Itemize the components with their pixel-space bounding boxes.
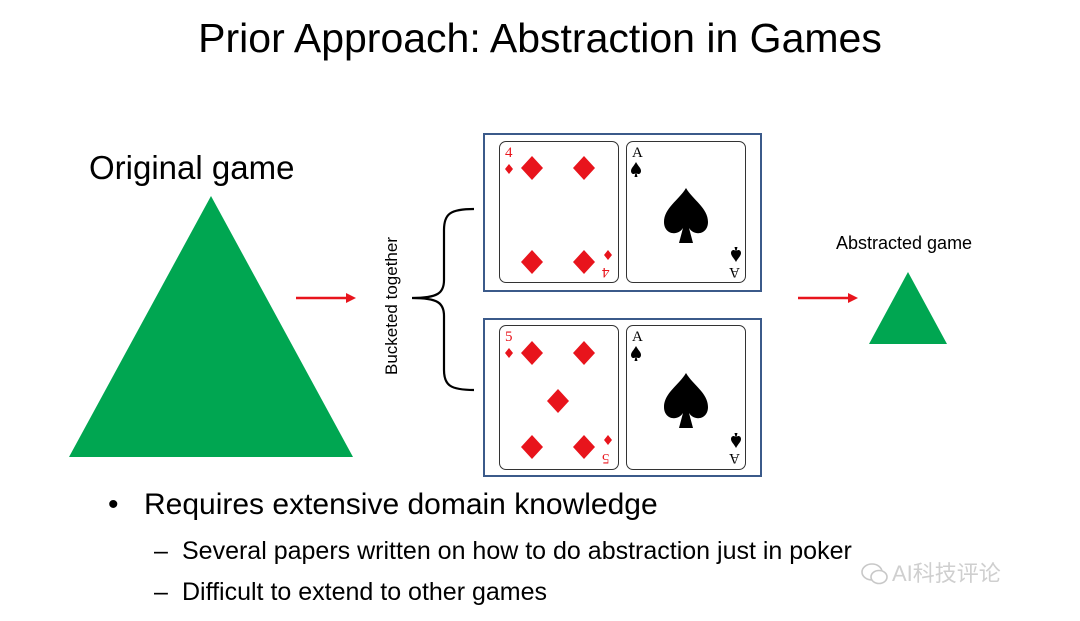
card-rank: A — [632, 145, 643, 161]
original-game-label: Original game — [89, 149, 295, 186]
bullet-item: • Requires extensive domain knowledge — [108, 485, 658, 525]
hand-box: 4 4 A A — [483, 133, 762, 292]
abstracted-game-triangle — [869, 272, 947, 344]
card-rank: A — [632, 329, 643, 345]
slide-title: Prior Approach: Abstraction in Games — [198, 15, 882, 61]
card-rank: A — [729, 264, 740, 280]
curly-brace-icon — [411, 207, 475, 392]
card-rank: 4 — [602, 264, 610, 280]
playing-card: 4 4 — [499, 141, 619, 283]
sub-bullet-text: Several papers written on how to do abst… — [182, 537, 852, 565]
bullet-marker: • — [108, 488, 119, 521]
abstracted-game-label: Abstracted game — [836, 233, 973, 253]
card-rank: 5 — [505, 329, 513, 345]
original-game-triangle — [69, 196, 353, 457]
hand-box: 5 5 A A — [483, 318, 762, 477]
card-rank: 5 — [602, 450, 610, 466]
diamond-icon — [505, 341, 612, 459]
sub-bullet-marker: – — [154, 578, 168, 606]
bucketed-together-label: Bucketed together — [382, 237, 401, 375]
card-rank: 4 — [505, 145, 513, 161]
watermark-text: AI科技评论 — [892, 561, 1001, 586]
sub-bullet-item: –Several papers written on how to do abs… — [154, 535, 852, 567]
sub-bullet-item: –Difficult to extend to other games — [154, 576, 547, 608]
card-rank: A — [729, 450, 740, 466]
wechat-icon — [861, 563, 888, 585]
playing-card: A A — [626, 141, 746, 283]
sub-bullet-marker: – — [154, 537, 168, 565]
diamond-icon — [505, 156, 612, 274]
playing-card: 5 5 — [499, 325, 619, 470]
arrow-right-icon — [296, 293, 356, 303]
arrow-right-icon — [798, 293, 858, 303]
spade-icon — [631, 162, 741, 262]
spade-icon — [631, 346, 741, 448]
sub-bullet-text: Difficult to extend to other games — [182, 578, 548, 606]
bullet-text: Requires extensive domain knowledge — [144, 488, 658, 521]
playing-card: A A — [626, 325, 746, 470]
